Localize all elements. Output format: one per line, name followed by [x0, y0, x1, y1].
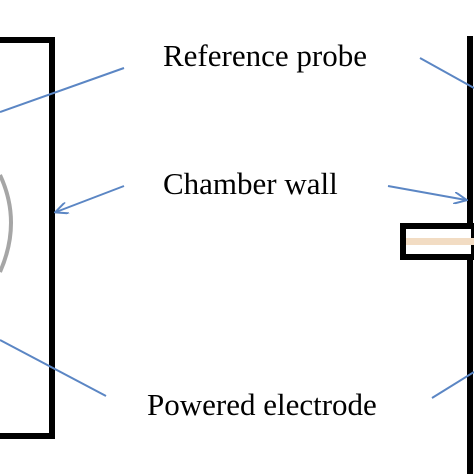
reference-probe-ring: [0, 174, 13, 273]
arrow-chamber-wall-right: [387, 185, 466, 200]
label-reference-probe: Reference probe: [163, 38, 367, 73]
arrow-powered-electrode-right: [431, 371, 474, 399]
label-powered-electrode: Powered electrode: [147, 387, 377, 422]
powered-electrode-core: [406, 238, 474, 245]
arrow-reference-probe-right: [419, 57, 474, 89]
arrow-reference-probe-left: [0, 67, 125, 113]
arrow-powered-electrode-left: [0, 339, 107, 397]
arrow-chamber-wall-left: [56, 185, 125, 212]
label-chamber-wall: Chamber wall: [163, 166, 338, 201]
left-chamber-wall: [0, 37, 55, 439]
